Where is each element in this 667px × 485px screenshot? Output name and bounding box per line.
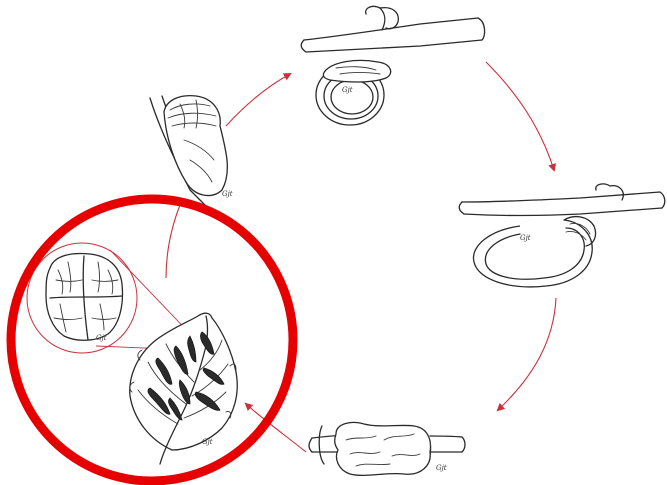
arrow-stage2-to-stage3 (486, 62, 554, 170)
artist-signature: Gjt (520, 234, 531, 242)
arrow-stage5-to-stage1 (166, 200, 182, 278)
artist-signature: Gjt (222, 190, 233, 198)
stage-5-leaf-galls-illustration: Gjt Gjt (27, 243, 237, 464)
stage-3-open-ring-gall-illustration: Gjt (459, 184, 665, 287)
arrow-stage3-to-stage4 (498, 298, 556, 410)
stage-2-ring-gall-illustration: Gjt (301, 6, 484, 125)
artist-signature: Gjt (96, 334, 107, 342)
artist-signature: Gjt (436, 464, 447, 472)
artist-signature: Gjt (342, 86, 353, 94)
stage-4-swollen-gall-illustration: Gjt (309, 422, 465, 475)
magnified-gall-cross-section (46, 254, 122, 341)
artist-signature: Gjt (202, 438, 213, 446)
leaf-with-galls: Gjt (130, 313, 237, 464)
arrow-stage1-to-stage2 (226, 74, 290, 126)
